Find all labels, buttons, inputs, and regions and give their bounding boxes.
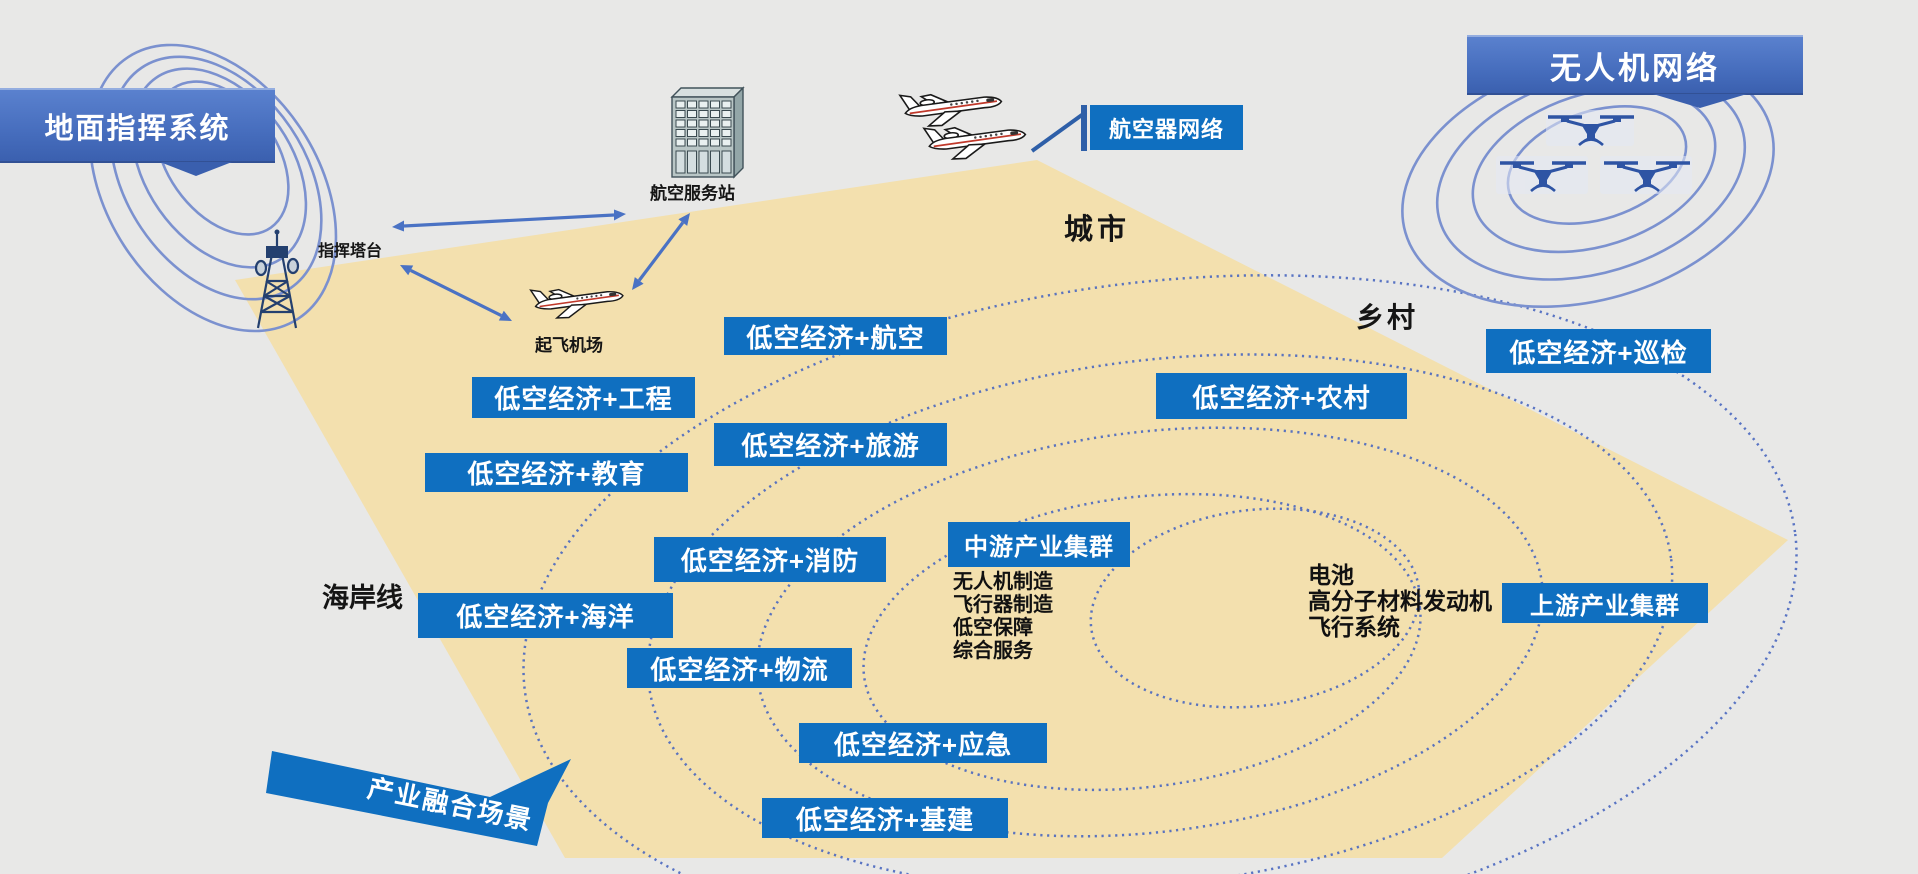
midstream-item: 综合服务 <box>953 640 1033 662</box>
upstream-cluster-title: 上游产业集群 <box>1502 583 1708 623</box>
midstream-cluster-list: 无人机制造 飞行器制造 低空保障 综合服务 <box>953 571 1053 663</box>
midstream-cluster-title: 中游产业集群 <box>948 522 1130 567</box>
upstream-cluster-list: 电池 高分子材料发动机 飞行系统 <box>1308 562 1492 640</box>
scenario-box-rural: 低空经济+农村 <box>1156 373 1407 419</box>
midstream-item: 飞行器制造 <box>953 594 1053 616</box>
scenario-box-tourism: 低空经济+旅游 <box>714 423 947 466</box>
drone-fleet <box>1496 110 1692 194</box>
scenario-box-aviation: 低空经济+航空 <box>724 317 947 355</box>
command-tower-icon <box>254 229 300 329</box>
scenario-box-inspection: 低空经济+巡检 <box>1486 329 1711 373</box>
scenario-box-logistics: 低空经济+物流 <box>627 648 852 688</box>
aircraft-network-callout-pointer <box>1030 105 1088 153</box>
scenario-box-marine: 低空经济+海洋 <box>418 593 673 638</box>
command-tower-label: 指挥塔台 <box>318 243 383 260</box>
scenario-box-emergency: 低空经济+应急 <box>799 723 1047 763</box>
land-area-shape <box>235 160 1788 858</box>
scenario-box-infrastructure: 低空经济+基建 <box>762 798 1008 838</box>
ground-command-banner: 地面指挥系统 <box>0 88 275 163</box>
aviation-service-station-label: 航空服务站 <box>650 184 735 203</box>
scenario-box-engineering: 低空经济+工程 <box>472 377 695 418</box>
midstream-item: 无人机制造 <box>953 571 1053 593</box>
coastline-label: 海岸线 <box>322 583 403 613</box>
drone-network-banner: 无人机网络 <box>1467 35 1803 95</box>
scenario-box-education: 低空经济+教育 <box>425 453 688 492</box>
aircraft-network-label: 航空器网络 <box>1090 105 1243 150</box>
industry-fusion-ribbon-shape <box>266 751 571 846</box>
aviation-service-station-icon <box>670 86 745 179</box>
upstream-item: 电池 <box>1308 562 1354 588</box>
countryside-label: 乡村 <box>1356 302 1419 333</box>
takeoff-airport-label: 起飞机场 <box>535 336 603 355</box>
link-arrows <box>392 209 690 321</box>
airplane-icon <box>899 83 1005 131</box>
midstream-item: 低空保障 <box>953 617 1033 639</box>
upstream-item: 飞行系统 <box>1308 614 1400 640</box>
city-label: 城市 <box>1064 214 1131 246</box>
scenario-box-firefighting: 低空经济+消防 <box>654 537 886 582</box>
upstream-item: 高分子材料发动机 <box>1308 588 1492 614</box>
